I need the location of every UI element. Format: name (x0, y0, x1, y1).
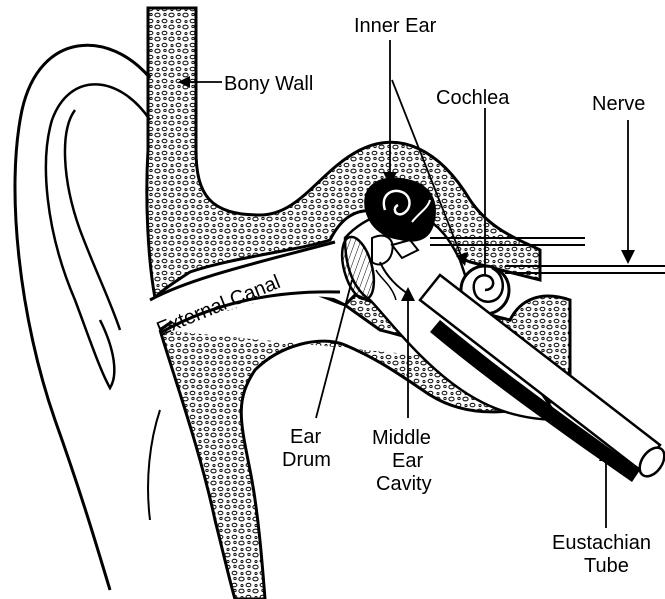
outer-ear (15, 45, 160, 590)
label-eustachian-1: Eustachian (552, 532, 651, 554)
label-inner-ear: Inner Ear (354, 15, 437, 37)
label-cochlea: Cochlea (436, 87, 510, 109)
arrow-nerve (621, 250, 635, 264)
label-nerve: Nerve (592, 93, 645, 115)
label-middle-ear-1: Middle (372, 427, 431, 449)
pinna-lobe-edge (148, 410, 160, 520)
label-middle-ear-2: Ear (392, 450, 423, 472)
label-middle-ear-3: Cavity (376, 473, 432, 495)
label-eustachian-2: Tube (584, 555, 629, 577)
label-ear-drum-2: Drum (282, 449, 331, 471)
label-ear-drum-1: Ear (290, 426, 321, 448)
label-bony-wall: Bony Wall (224, 73, 313, 95)
pinna-inner-fold (46, 84, 150, 388)
